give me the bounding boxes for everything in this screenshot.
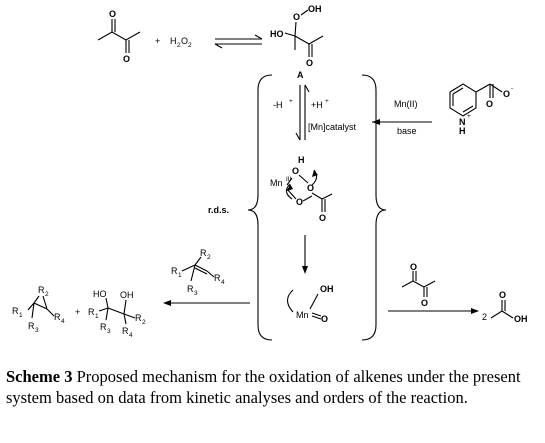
- acid-o: O: [499, 290, 506, 300]
- mn-oh: OH: [320, 284, 334, 294]
- product-plus: +: [75, 307, 80, 317]
- ketone-o: O: [306, 58, 313, 68]
- epoxide: R 1 R 2 R 4 R 3: [12, 285, 65, 334]
- alkene-r3-sub: 3: [194, 290, 198, 297]
- reaction-scheme: O O + H 2 O 2 HO O OH O A: [12, 4, 528, 341]
- complex-ketone-o: O: [319, 213, 326, 223]
- diol: R 1 HO OH R 2 R 3 R 4: [88, 289, 146, 339]
- rds-label: r.d.s.: [208, 205, 229, 215]
- alkene-r1-sub: 1: [178, 272, 182, 279]
- caption-label: Scheme 3: [6, 367, 73, 386]
- peroxy-oh: OH: [308, 4, 322, 14]
- alkene-r2-sub: 2: [207, 254, 211, 261]
- mn-oxo-mn: Mn: [296, 310, 309, 320]
- biacetyl-o-top: O: [109, 9, 116, 19]
- svg-text:2: 2: [188, 42, 192, 49]
- biacetyl-molecule: O O: [97, 9, 141, 64]
- ho-label: HO: [270, 29, 284, 39]
- left-brace: [247, 74, 273, 341]
- equilibrium-arrows: [214, 34, 263, 49]
- label-a: A: [297, 70, 304, 80]
- complex-o3: O: [296, 197, 303, 207]
- carboxylate-o-minus: O: [503, 89, 510, 99]
- n-plus-charge: +: [467, 113, 471, 120]
- svg-text:2: 2: [177, 42, 181, 49]
- carboxylate-o: O: [486, 99, 493, 109]
- biacetyl-small: O O: [401, 262, 436, 308]
- diol-r4-sub: 4: [129, 332, 133, 339]
- epoxide-r4: R: [54, 312, 61, 322]
- peroxy-o: O: [293, 12, 300, 22]
- picolinic-acid: O O - N + H: [449, 83, 513, 136]
- diol-ho: HO: [93, 289, 107, 299]
- mn-catalyst-label: [Mn]catalyst: [308, 122, 357, 132]
- diol-r3: R: [100, 322, 107, 332]
- epoxide-r3-sub: 3: [35, 327, 39, 334]
- biacetyl-small-o-bottom: O: [421, 298, 428, 308]
- plus-h-sup: +: [325, 98, 329, 105]
- diol-r2: R: [135, 313, 142, 323]
- diol-r1-sub: 1: [95, 313, 99, 320]
- alkene-r4-sub: 4: [221, 279, 225, 286]
- complex-h: H: [298, 155, 305, 165]
- biacetyl-small-o-top: O: [410, 262, 417, 272]
- minus-h-label: -H: [273, 100, 283, 110]
- plus-h-label: +H: [311, 100, 323, 110]
- svg-text:O: O: [181, 36, 188, 46]
- biacetyl-o-bottom: O: [123, 54, 130, 64]
- mn-iii-complex: H O O Mn III O O: [270, 155, 333, 223]
- svg-text:H: H: [170, 36, 177, 46]
- proton-equilibrium-arrows: [295, 84, 310, 141]
- complex-o2: O: [307, 183, 314, 193]
- complex-mn-sup: III: [286, 176, 292, 183]
- o-minus-charge: -: [511, 85, 513, 92]
- epoxide-r4-sub: 4: [61, 318, 65, 325]
- diol-r1: R: [88, 307, 95, 317]
- diol-r2-sub: 2: [142, 319, 146, 326]
- alkene: R 1 R 2 R 4 R 3: [171, 248, 225, 297]
- epoxide-r2-sub: 2: [45, 291, 49, 298]
- complex-mn: Mn: [270, 178, 283, 188]
- diol-r4: R: [122, 326, 129, 336]
- alkene-r3: R: [187, 284, 194, 294]
- minus-h-sup: +: [289, 98, 293, 105]
- epoxide-r2: R: [38, 285, 45, 295]
- mn-ii-label: Mn(II): [394, 99, 418, 109]
- pyridine-h: H: [459, 126, 466, 136]
- caption-text: Proposed mechanism for the oxidation of …: [6, 367, 521, 407]
- diol-oh: OH: [120, 290, 134, 300]
- right-brace: [361, 74, 387, 341]
- complex-o1: O: [292, 166, 299, 176]
- base-label: base: [397, 126, 417, 136]
- pyridine-n: N: [459, 117, 466, 127]
- epoxide-r1-sub: 1: [19, 312, 23, 319]
- plus-sign: +: [155, 36, 160, 46]
- mn-oxo-o: O: [321, 314, 328, 324]
- h2o2-label: H 2 O 2: [170, 36, 192, 49]
- figure-caption: Scheme 3 Proposed mechanism for the oxid…: [6, 366, 541, 408]
- coefficient-2: 2: [482, 312, 487, 322]
- acetic-acid: O OH: [490, 290, 528, 324]
- acid-oh: OH: [514, 314, 528, 324]
- diol-r3-sub: 3: [107, 328, 111, 335]
- mn-oxo-species: Mn O OH: [286, 284, 334, 324]
- epoxide-r3: R: [28, 321, 35, 331]
- alkene-r4: R: [214, 273, 221, 283]
- epoxide-r1: R: [12, 306, 19, 316]
- intermediate-a: HO O OH O A: [270, 4, 324, 80]
- alkene-r1: R: [171, 266, 178, 276]
- alkene-r2: R: [200, 248, 207, 258]
